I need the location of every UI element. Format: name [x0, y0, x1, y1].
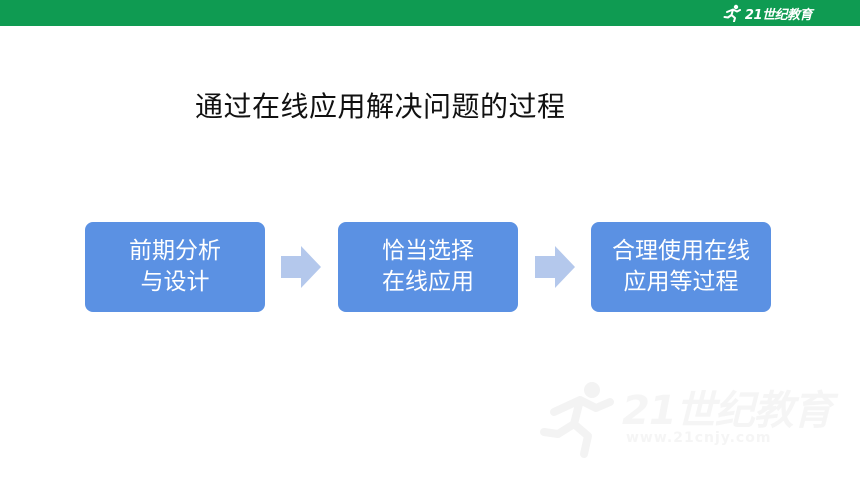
- watermark-url: www.21cnjy.com: [626, 430, 772, 446]
- step-label-line2: 应用等过程: [623, 269, 739, 295]
- watermark-brand: 21世纪教育: [622, 388, 833, 434]
- watermark: 21世纪教育 www.21cnjy.com: [540, 378, 833, 468]
- header-bar: 21世纪教育: [0, 0, 860, 26]
- step-box-select-app: 恰当选择 在线应用: [338, 222, 518, 312]
- step-label-line1: 合理使用在线: [612, 238, 750, 264]
- step-label-line1: 恰当选择: [382, 238, 474, 264]
- step-label-line2: 与设计: [140, 269, 210, 295]
- step-box-analysis-design: 前期分析 与设计: [85, 222, 265, 312]
- brand-logo: 21世纪教育: [723, 3, 813, 23]
- runner-icon: [723, 4, 741, 22]
- slide-title: 通过在线应用解决问题的过程: [195, 90, 566, 123]
- right-arrow-icon: [535, 246, 575, 288]
- step-label-line1: 前期分析: [129, 238, 221, 264]
- logo-text: 21世纪教育: [744, 7, 813, 23]
- step-label-line2: 在线应用: [382, 269, 474, 295]
- watermark-runner-icon: [540, 382, 614, 458]
- right-arrow-icon: [281, 246, 321, 288]
- step-box-use-app: 合理使用在线 应用等过程: [591, 222, 771, 312]
